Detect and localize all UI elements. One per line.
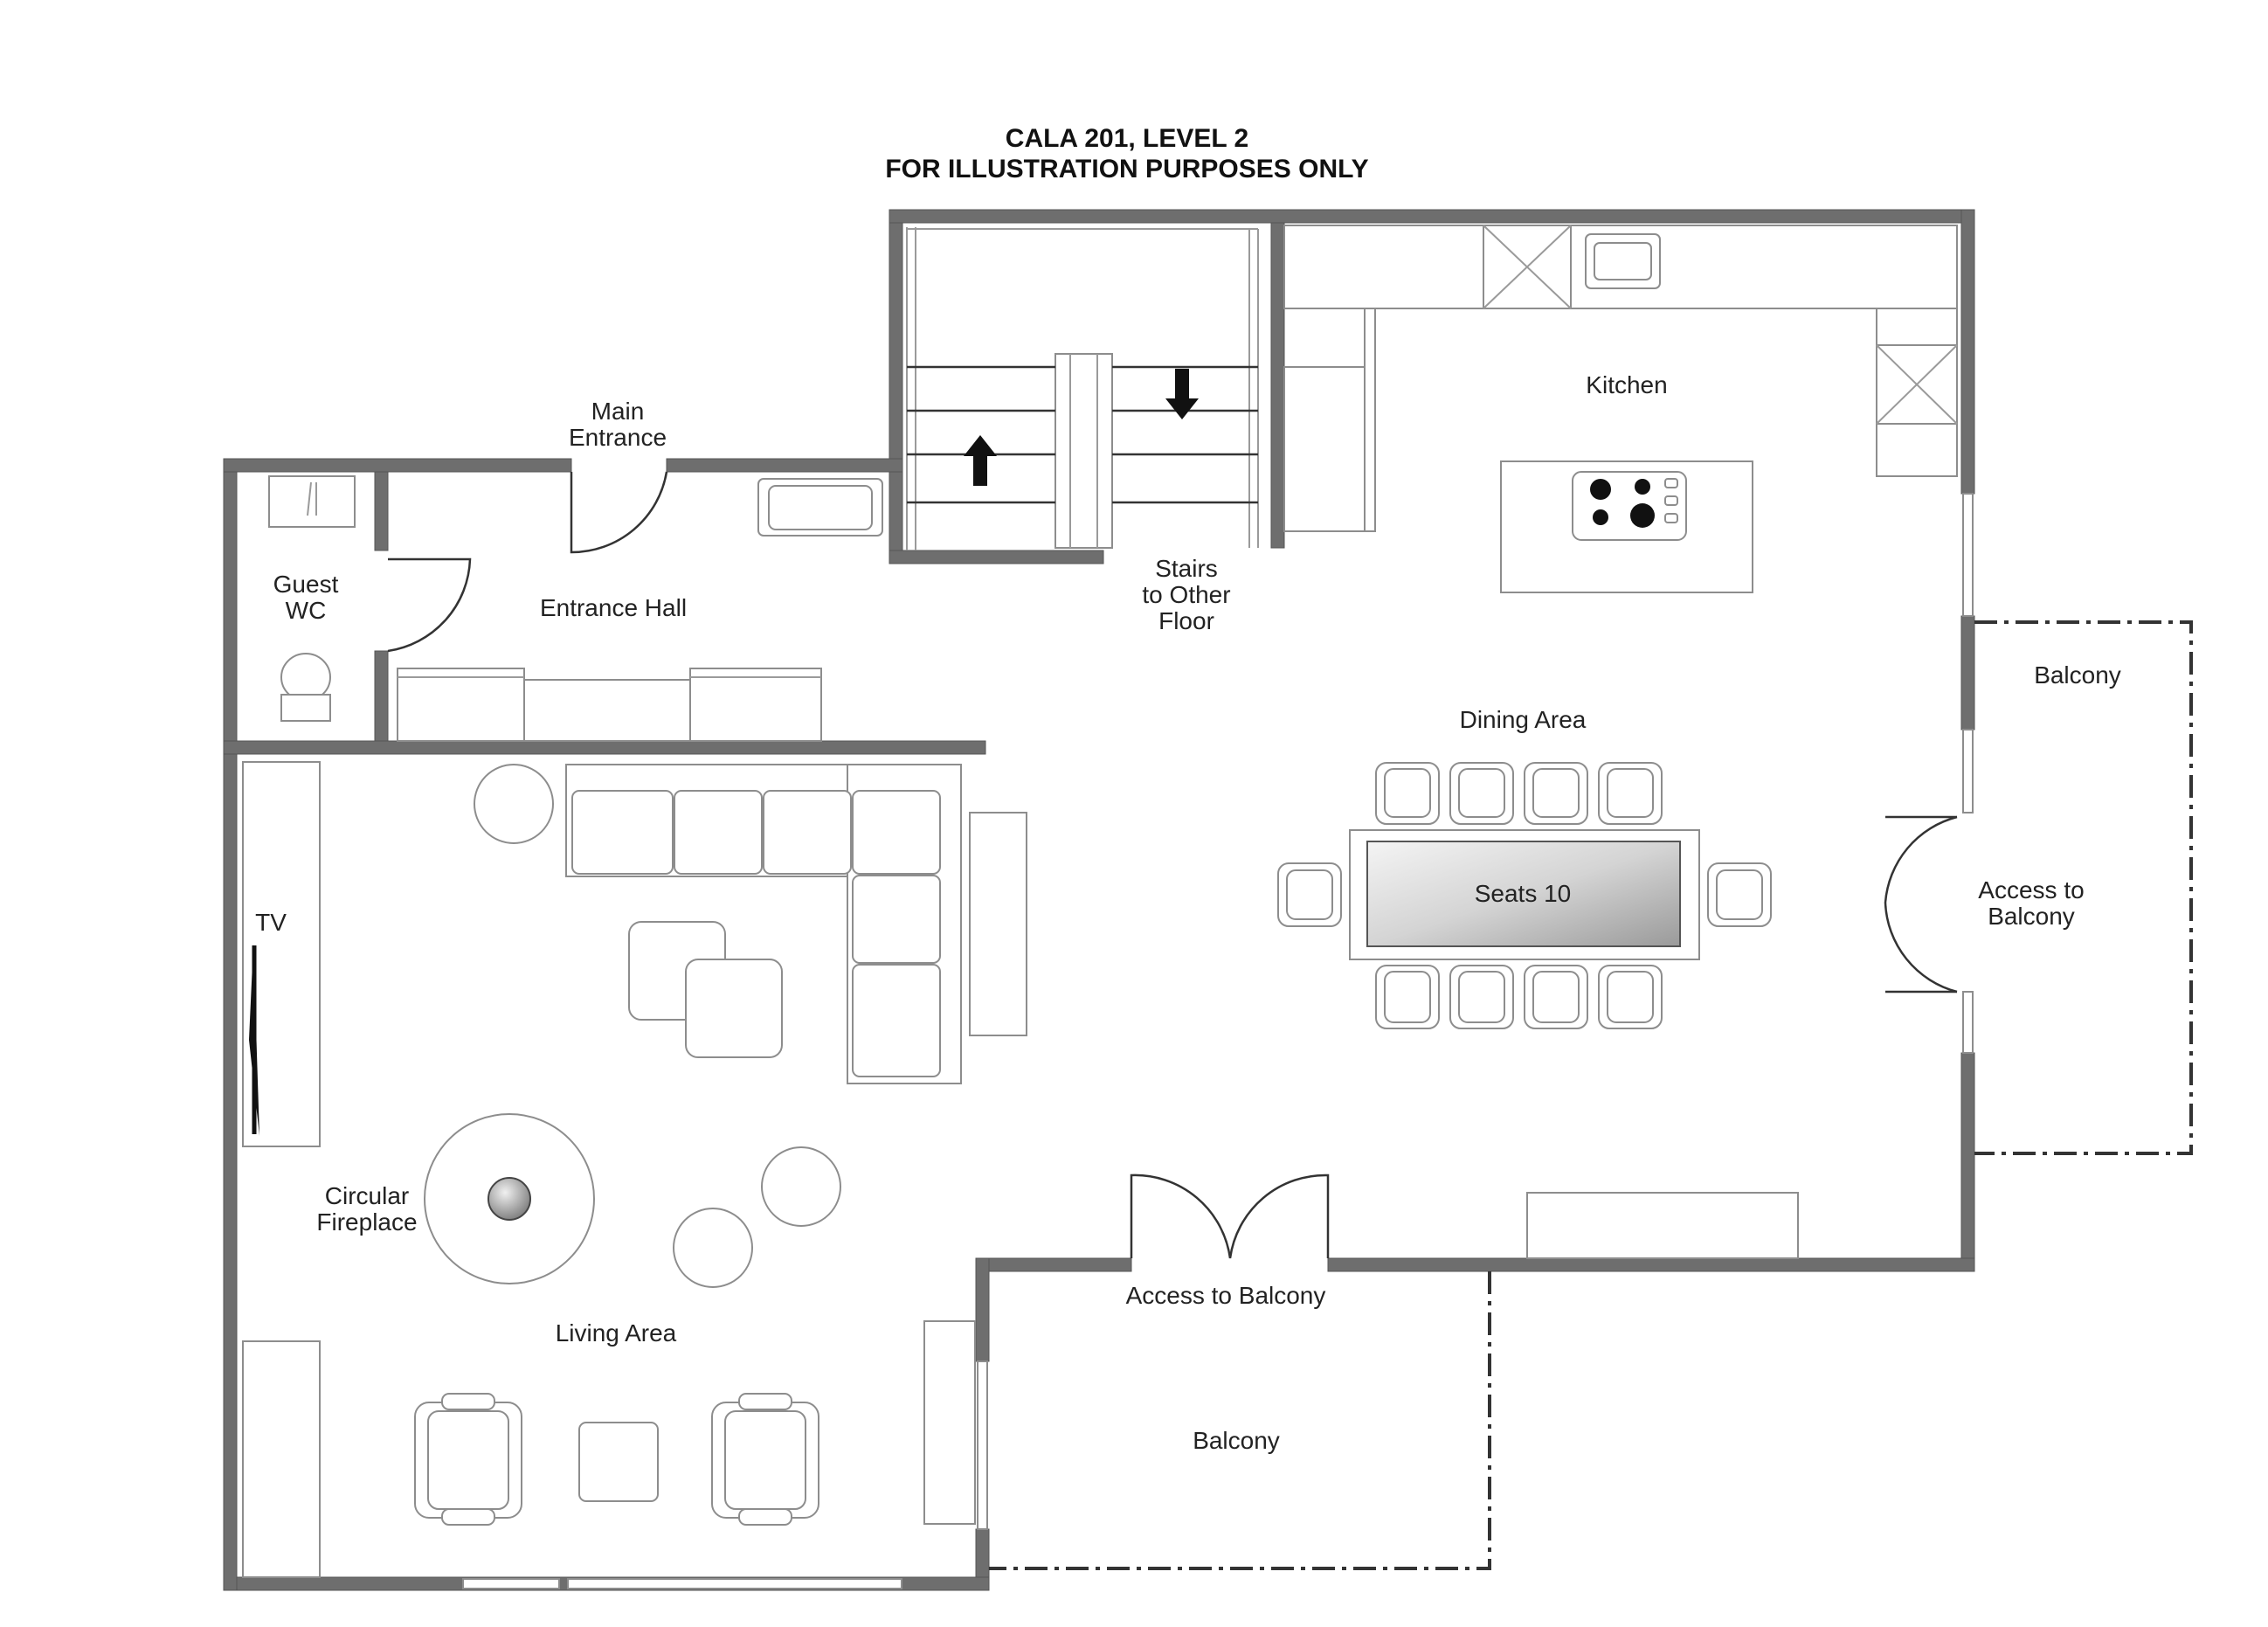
chair-east [1707, 862, 1772, 927]
sideboard [1526, 1192, 1799, 1259]
south-balcony-door[interactable] [1130, 1174, 1330, 1259]
living-area-label: Living Area [556, 1319, 677, 1347]
doors [387, 471, 1958, 1259]
fireplace-icon [487, 1177, 531, 1221]
balcony-east-label: Balcony [2034, 661, 2121, 689]
entrance-hall-furniture [397, 478, 883, 742]
guest-wc-fixtures [268, 475, 356, 722]
wc-door[interactable] [387, 557, 472, 653]
access-south-label: Access to Balcony [1126, 1282, 1326, 1309]
title-line-1: CALA 201, LEVEL 2 [1006, 124, 1248, 153]
walls [223, 209, 1975, 1591]
dining-table [1366, 841, 1681, 947]
main-entrance-door[interactable] [570, 471, 668, 554]
chair-bottom-3 [1524, 965, 1588, 1029]
dining-area-label: Dining Area [1460, 706, 1587, 733]
main-entrance-label-1: Main [591, 398, 645, 425]
windows [462, 493, 1974, 1589]
staircase [906, 227, 1259, 550]
kitchen-label: Kitchen [1586, 371, 1667, 398]
east-balcony-door[interactable] [1884, 815, 1958, 994]
access-east-label-1: Access to [1978, 876, 2084, 904]
main-entrance-label-2: Entrance [569, 424, 667, 451]
room-labels: Main Entrance Guest WC Entrance Hall Sta… [255, 371, 2121, 1454]
chair-bottom-1 [1375, 965, 1440, 1029]
balcony-south-label: Balcony [1193, 1427, 1280, 1454]
stairs-label-3: Floor [1158, 607, 1214, 634]
coffee-table [578, 1422, 659, 1502]
chair-top-2 [1449, 762, 1514, 825]
guest-wc-label-2: WC [286, 597, 327, 624]
kitchen-fixtures [1283, 225, 1958, 593]
guest-wc-label-1: Guest [273, 571, 339, 598]
chair-west [1277, 862, 1342, 927]
chair-top-1 [1375, 762, 1440, 825]
arrow-down-icon [1165, 369, 1199, 419]
entrance-hall-label: Entrance Hall [540, 594, 687, 621]
armchair-left [414, 1393, 522, 1526]
fireplace-label-1: Circular [325, 1182, 409, 1209]
chair-bottom-2 [1449, 965, 1514, 1029]
stairs-label-2: to Other [1142, 581, 1230, 608]
seats-label: Seats 10 [1475, 880, 1572, 907]
chair-top-4 [1598, 762, 1663, 825]
armchair-right [711, 1393, 819, 1526]
dining-furniture [1277, 762, 1772, 1029]
access-east-label-2: Balcony [1988, 903, 2075, 930]
arrow-up-icon [964, 435, 997, 486]
tv-label: TV [255, 909, 287, 936]
plan-title: CALA 201, LEVEL 2 FOR ILLUSTRATION PURPO… [885, 124, 1368, 183]
title-line-2: FOR ILLUSTRATION PURPOSES ONLY [885, 155, 1368, 183]
balcony-outlines [989, 620, 2193, 1570]
fireplace-label-2: Fireplace [316, 1208, 417, 1236]
chair-top-3 [1524, 762, 1588, 825]
living-furniture [242, 761, 1027, 1578]
chair-bottom-4 [1598, 965, 1663, 1029]
stairs-label-1: Stairs [1155, 555, 1218, 582]
